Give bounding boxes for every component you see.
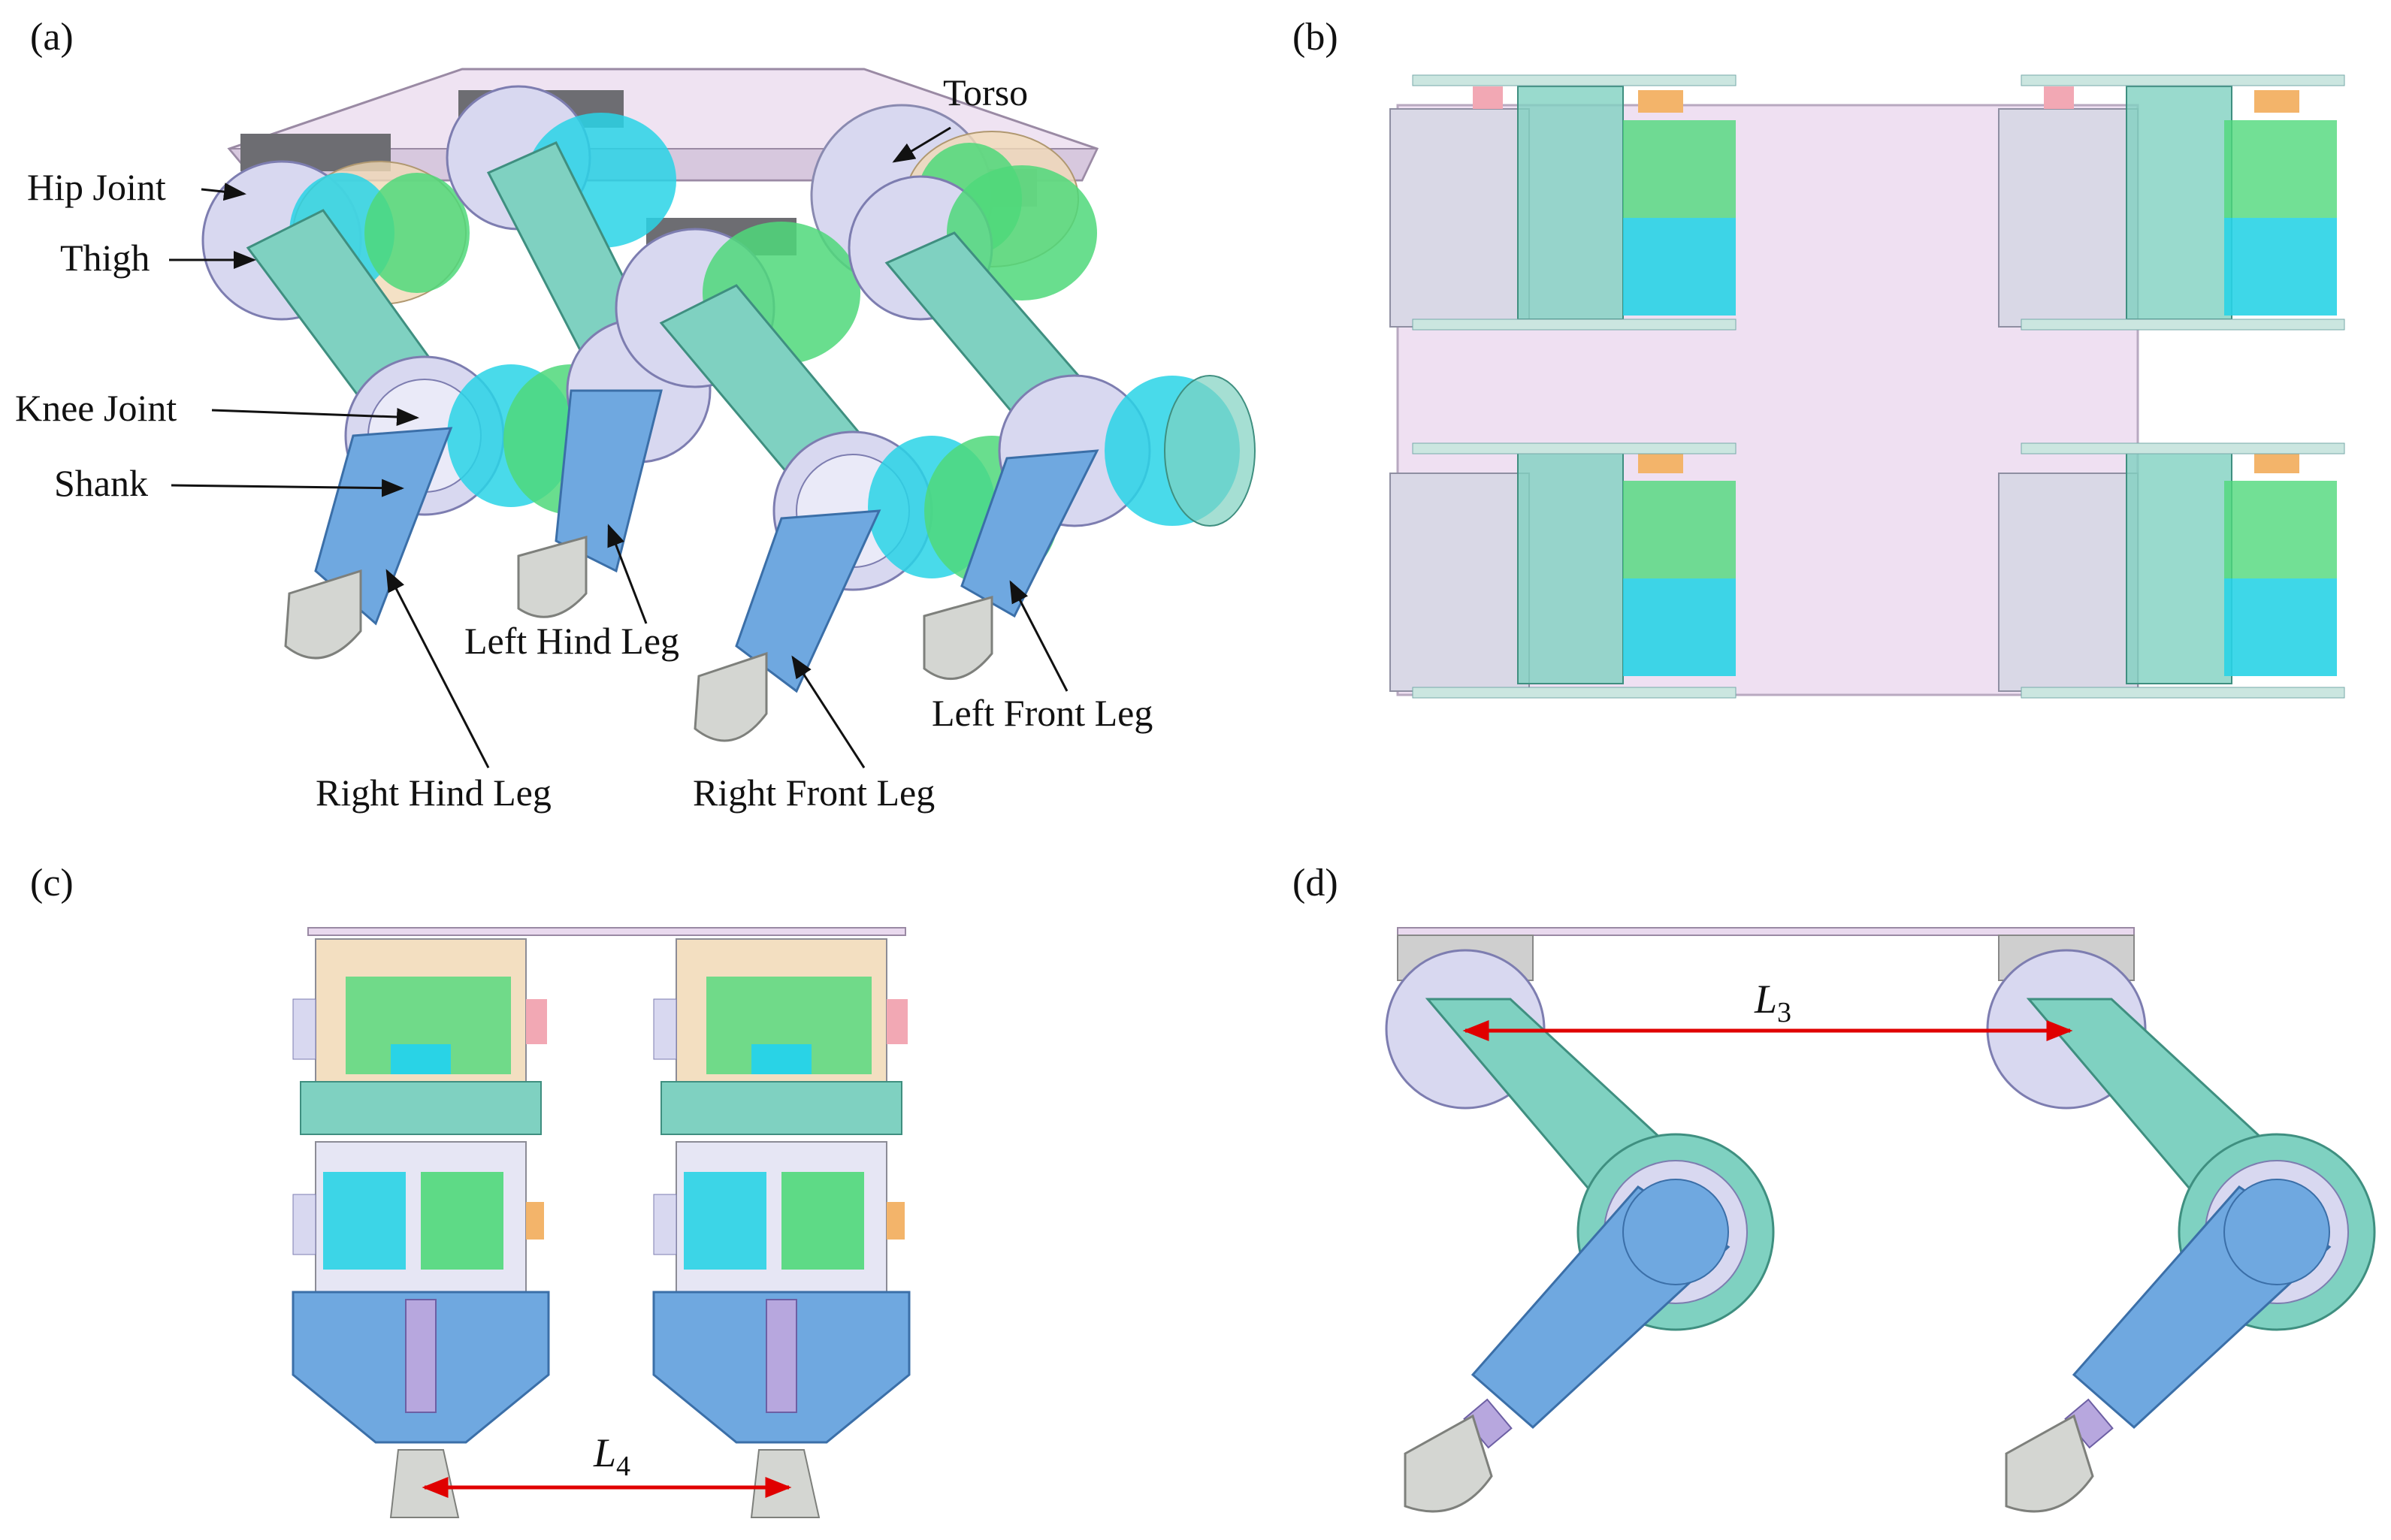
label-left-hind-leg: Left Hind Leg bbox=[464, 620, 679, 662]
dimension-l4-subscript: 4 bbox=[616, 1451, 630, 1482]
panel-b: (b) bbox=[1292, 16, 2345, 699]
leg-right-front bbox=[615, 222, 1059, 742]
torso-front-plate bbox=[307, 927, 906, 936]
leg-side-view-left bbox=[1385, 935, 1775, 1513]
panel-b-tag: (b) bbox=[1292, 16, 1338, 59]
leg-front-view-left bbox=[292, 938, 550, 1518]
leg-module-bottom-left bbox=[1389, 442, 1737, 699]
panel-c-tag: (c) bbox=[30, 862, 74, 904]
dimension-l4-symbol: L bbox=[593, 1430, 616, 1475]
label-right-hind-leg: Right Hind Leg bbox=[316, 772, 552, 814]
dimension-l3-label: L3 bbox=[1754, 977, 1791, 1028]
panel-a: (a) bbox=[15, 16, 1256, 814]
label-shank: Shank bbox=[54, 462, 148, 504]
leg-left-front bbox=[848, 165, 1256, 681]
torso-side-plate bbox=[1397, 927, 2135, 936]
label-thigh: Thigh bbox=[60, 237, 150, 279]
leg-module-top-left bbox=[1389, 74, 1737, 331]
leg-front-view-right bbox=[652, 938, 911, 1518]
panel-d-tag: (d) bbox=[1292, 862, 1338, 904]
label-left-front-leg: Left Front Leg bbox=[932, 692, 1153, 734]
dimension-l4-label: L4 bbox=[593, 1430, 630, 1482]
leg-module-bottom-right bbox=[1998, 442, 2345, 699]
label-hip-joint: Hip Joint bbox=[27, 166, 166, 208]
leg-side-view-right bbox=[1986, 935, 2376, 1513]
dimension-l3-symbol: L bbox=[1754, 977, 1777, 1022]
label-torso: Torso bbox=[943, 71, 1028, 113]
label-knee-joint: Knee Joint bbox=[15, 387, 177, 429]
dimension-l3-subscript: 3 bbox=[1777, 997, 1791, 1028]
label-right-front-leg: Right Front Leg bbox=[693, 772, 935, 814]
panel-c: (c) bbox=[30, 862, 911, 1518]
leg-module-top-right bbox=[1998, 74, 2345, 331]
panel-d: (d) L3 bbox=[1292, 862, 2376, 1513]
panel-a-tag: (a) bbox=[30, 16, 74, 59]
